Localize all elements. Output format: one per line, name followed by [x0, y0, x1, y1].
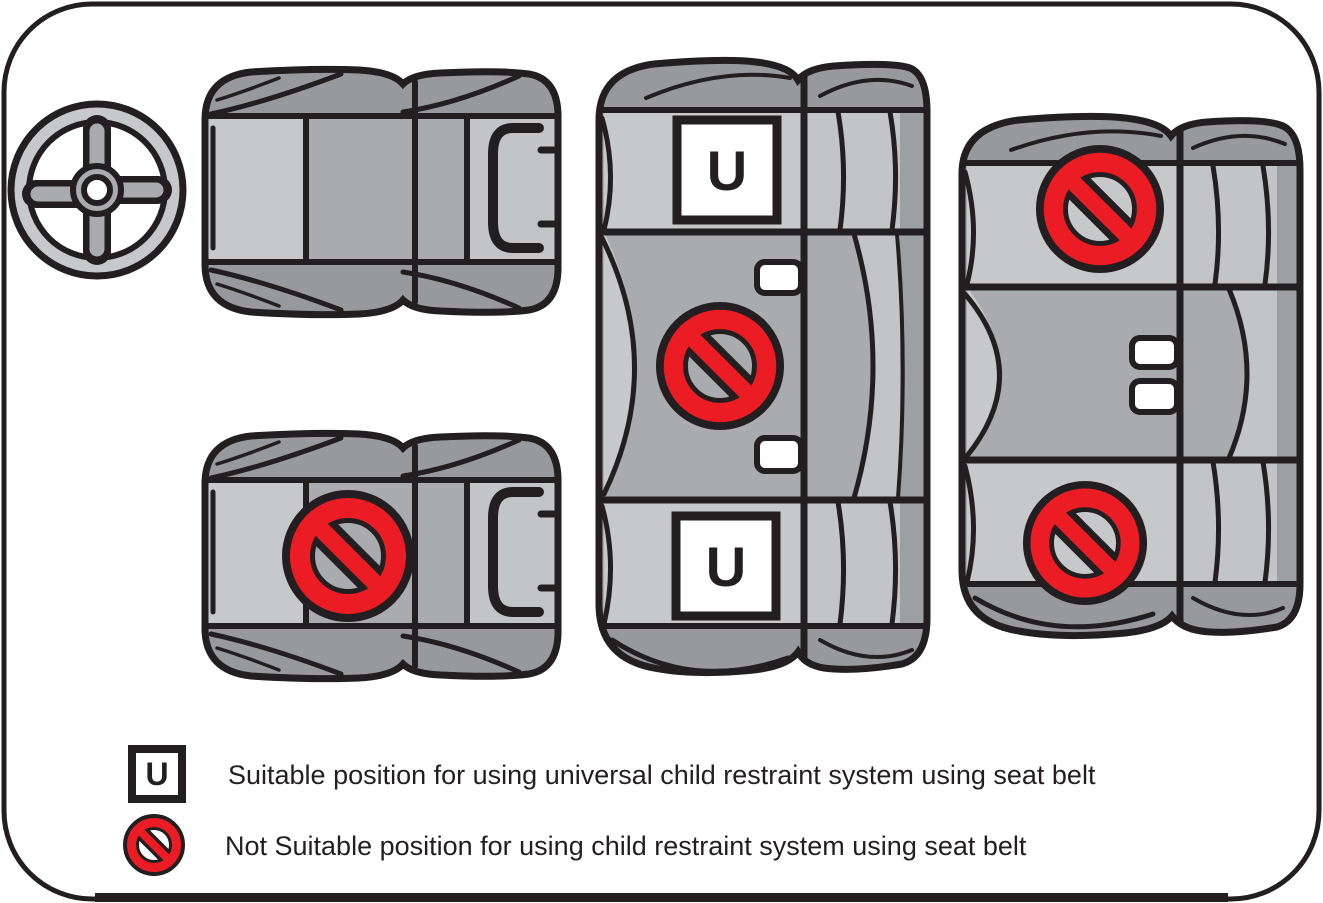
legend: U Suitable position for using universal …: [123, 745, 1096, 876]
steering-wheel-icon: [7, 100, 187, 280]
marking-not-suitable-front-passenger: [299, 507, 398, 606]
belt-buckle-slot: [754, 259, 804, 296]
belt-buckle-slot: [754, 435, 804, 474]
legend-not-suitable-text: Not Suitable position for using child re…: [225, 831, 1027, 861]
legend-universal-icon: U: [128, 745, 186, 803]
marking-not-suitable-third-row-right: [1038, 496, 1131, 589]
legend-suitable-text: Suitable position for using universal ch…: [228, 760, 1096, 790]
legend-not-suitable-icon: [123, 814, 185, 876]
marking-universal-second-row-right: [676, 516, 776, 616]
belt-buckle-slot: [1129, 335, 1180, 370]
marking-not-suitable-third-row-left: [1052, 161, 1148, 257]
belt-buckle-slot: [1129, 378, 1180, 415]
legend-u-letter: U: [145, 756, 168, 792]
driver-seat: [193, 62, 569, 322]
marking-universal-second-row-left: [677, 120, 777, 220]
marking-not-suitable-second-row-center: [672, 318, 768, 414]
